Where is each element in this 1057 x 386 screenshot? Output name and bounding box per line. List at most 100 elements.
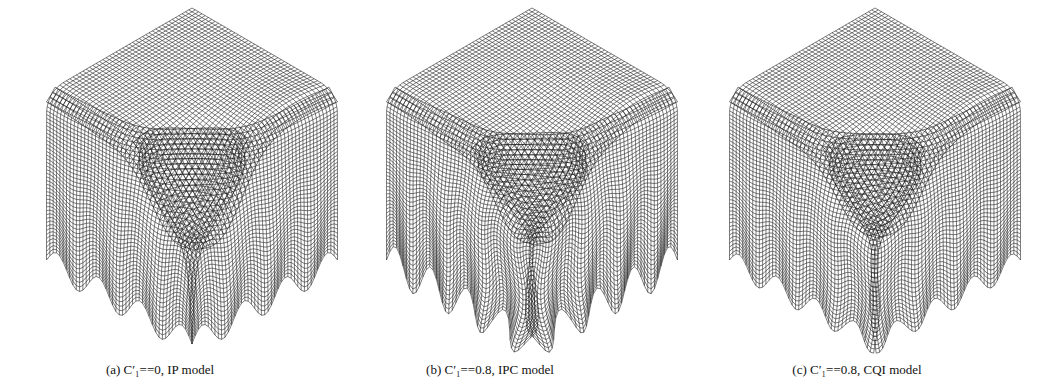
mesh-line [273,116,285,278]
mesh-line [730,102,877,238]
mesh-line [792,56,939,161]
mesh-line [870,92,1014,235]
mesh-line [56,88,205,248]
mesh-line [730,144,895,217]
mesh-line [782,39,927,137]
mesh-line [150,67,295,200]
mesh-line [53,92,202,249]
mesh-line [132,42,274,139]
mesh-line [746,83,895,232]
mesh-line [873,97,1017,237]
wireframe-surface [730,8,1021,353]
mesh-line [483,63,628,178]
wireframe-surface [47,8,338,344]
mesh-line [863,85,1007,233]
mesh-line [126,127,144,312]
mesh-line [162,128,215,339]
mesh-line [387,151,545,225]
mesh-line [813,130,830,298]
mesh-line [871,217,1021,310]
mesh-line [736,92,884,236]
figure-caption: (c) C′₁==0.8, CQI model [717,362,997,378]
mesh-line [387,183,533,263]
mesh-line [730,233,878,328]
mesh-line [387,122,581,184]
mesh-line [506,23,647,115]
figure-caption: (a) C′₁==0, IP model [20,362,300,378]
mesh-line [967,111,978,277]
mesh-line [456,48,601,149]
mesh-line [730,207,880,297]
mesh-line [190,97,334,249]
mesh-line [410,79,560,232]
mesh-line [423,71,574,207]
mesh-line [776,112,787,276]
mesh-line [426,109,437,270]
mesh-line [860,83,1004,231]
mesh-line [527,206,678,299]
mesh-line [157,71,302,214]
mesh-line [489,33,629,128]
mesh-line [509,21,650,113]
mesh-line [446,58,594,166]
mesh-line [526,224,678,323]
mesh-line [170,79,314,237]
mesh-line [530,97,674,244]
mesh-line [870,210,1020,301]
mesh-line [527,92,671,243]
mesh-line [93,65,243,195]
mesh-line [50,97,198,250]
mesh-line [796,46,941,145]
mesh-line [786,40,931,138]
mesh-line [47,144,220,215]
mesh-line [103,40,248,138]
mesh-line [856,81,1000,228]
mesh-line [443,60,591,170]
mesh-line [627,109,638,270]
mesh-line [743,85,892,234]
mesh-line [826,63,971,178]
mesh-line [449,56,596,162]
mesh-line [850,77,994,219]
mesh-line [177,83,321,244]
mesh-line [766,29,911,125]
mesh-line [387,154,541,229]
mesh-line [387,234,539,336]
mesh-line [763,73,913,211]
mesh-line [47,111,245,165]
mesh-line [493,69,638,198]
mesh-line [831,115,1020,176]
mesh-line [189,202,337,294]
mesh-line [853,135,901,320]
mesh-line [789,58,936,165]
mesh-line [387,214,537,310]
mesh-line [497,71,642,205]
mesh-line [187,92,331,248]
mesh-line [184,88,328,247]
mesh-line [390,97,538,245]
mesh-line [182,135,242,325]
mesh-line [180,85,324,245]
mesh-line [730,192,878,278]
mesh-line [70,79,221,239]
mesh-line [189,128,232,324]
mesh-line [473,58,618,165]
mesh-line [194,102,338,250]
mesh-line [527,240,678,344]
mesh-line [514,137,578,352]
mesh-line [387,136,563,205]
figure-caption: (b) C′₁==0.8, IPC model [350,362,630,378]
mesh-line [413,77,564,227]
mesh-line [799,125,813,310]
mesh-line [731,102,920,164]
mesh-line [63,83,213,246]
mesh-line [99,39,244,137]
mesh-line [730,159,883,237]
wireframe-surface [387,8,678,352]
mesh-line [89,67,240,202]
mesh-line [396,88,545,243]
mesh-line [66,81,217,243]
mesh-line [876,102,1020,238]
mesh-line [823,62,968,174]
mesh-line [733,98,921,160]
